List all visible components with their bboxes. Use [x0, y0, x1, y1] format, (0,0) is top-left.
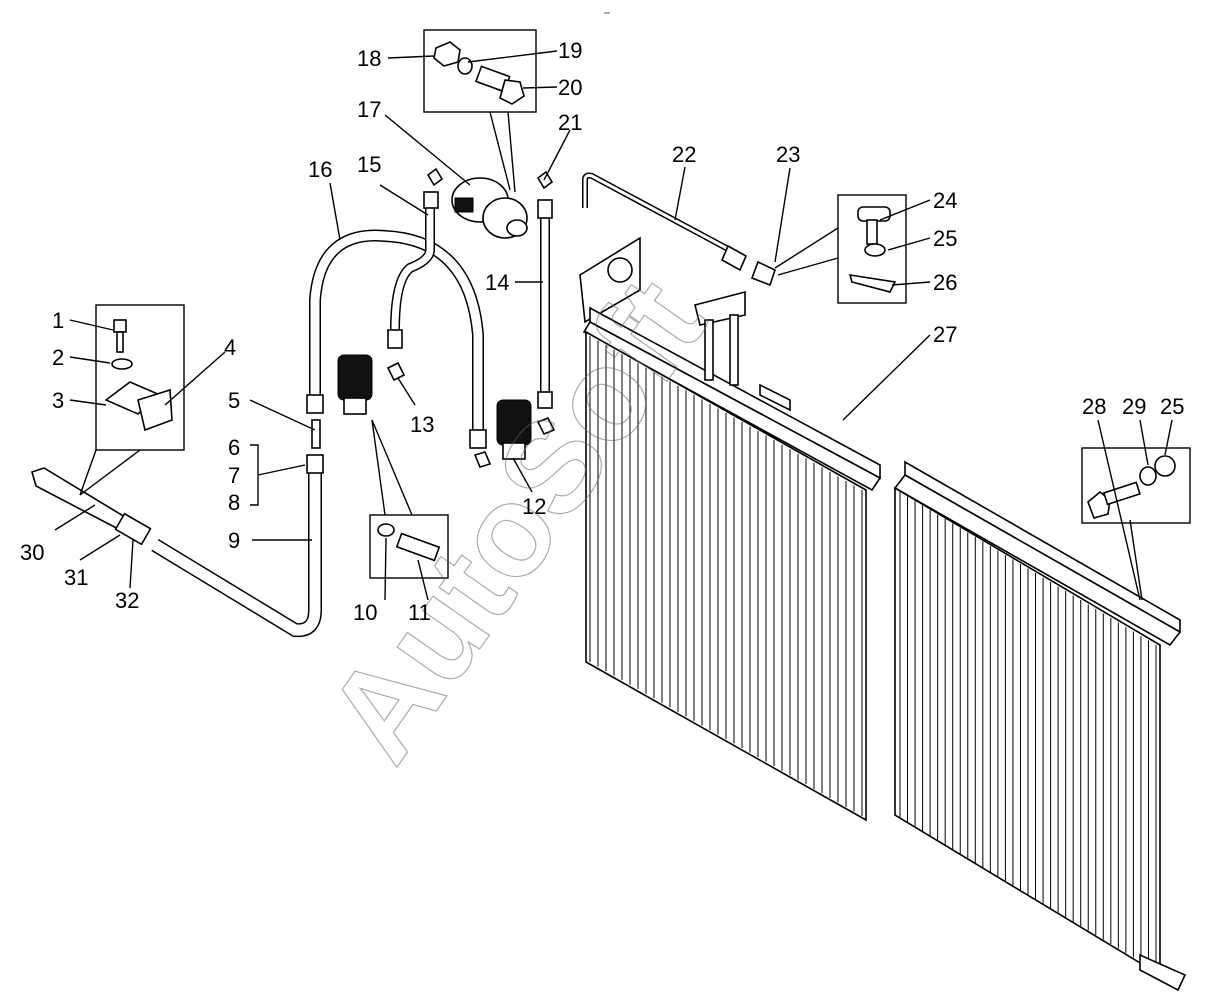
callout-26: 26 [933, 270, 957, 295]
radiator-right [893, 460, 1187, 992]
callout-8: 8 [228, 490, 240, 515]
callout-13: 13 [410, 412, 434, 437]
callout-27: 27 [933, 322, 957, 347]
callout-16: 16 [308, 157, 332, 182]
callout-18: 18 [357, 46, 381, 71]
callout-24: 24 [933, 188, 957, 213]
callout-31: 31 [64, 565, 88, 590]
callout-19: 19 [558, 38, 582, 63]
header-mark: ₀₀₀ [604, 10, 610, 16]
valve-bodies [337, 354, 532, 460]
callout-22: 22 [672, 142, 696, 167]
callout-12: 12 [522, 494, 546, 519]
callout-25b: 25 [1160, 394, 1184, 419]
hardware [31, 41, 1176, 562]
hoses [151, 205, 550, 638]
callout-3: 3 [52, 388, 64, 413]
callout-10: 10 [353, 600, 377, 625]
radiator-left [579, 236, 882, 822]
callout-23: 23 [776, 142, 800, 167]
callout-labels: 1 2 3 4 5 6 7 8 9 10 11 12 13 14 15 16 1… [20, 38, 1184, 625]
pipe-22 [582, 172, 776, 287]
callout-1: 1 [52, 308, 64, 333]
callout-15: 15 [357, 152, 381, 177]
callout-28: 28 [1082, 394, 1106, 419]
callout-7: 7 [228, 463, 240, 488]
pump-17 [451, 177, 528, 239]
callout-32: 32 [115, 588, 139, 613]
callout-6: 6 [228, 435, 240, 460]
callout-29: 29 [1122, 394, 1146, 419]
callout-14: 14 [485, 270, 509, 295]
callout-9: 9 [228, 528, 240, 553]
callout-25: 25 [933, 226, 957, 251]
callout-4: 4 [224, 335, 236, 360]
callout-17: 17 [357, 97, 381, 122]
callout-5: 5 [228, 388, 240, 413]
callout-11: 11 [408, 600, 431, 625]
fittings [306, 167, 556, 474]
callout-30: 30 [20, 540, 44, 565]
callout-2: 2 [52, 345, 64, 370]
callout-20: 20 [558, 75, 582, 100]
leader-lines [54, 50, 1173, 601]
callout-21: 21 [558, 110, 582, 135]
